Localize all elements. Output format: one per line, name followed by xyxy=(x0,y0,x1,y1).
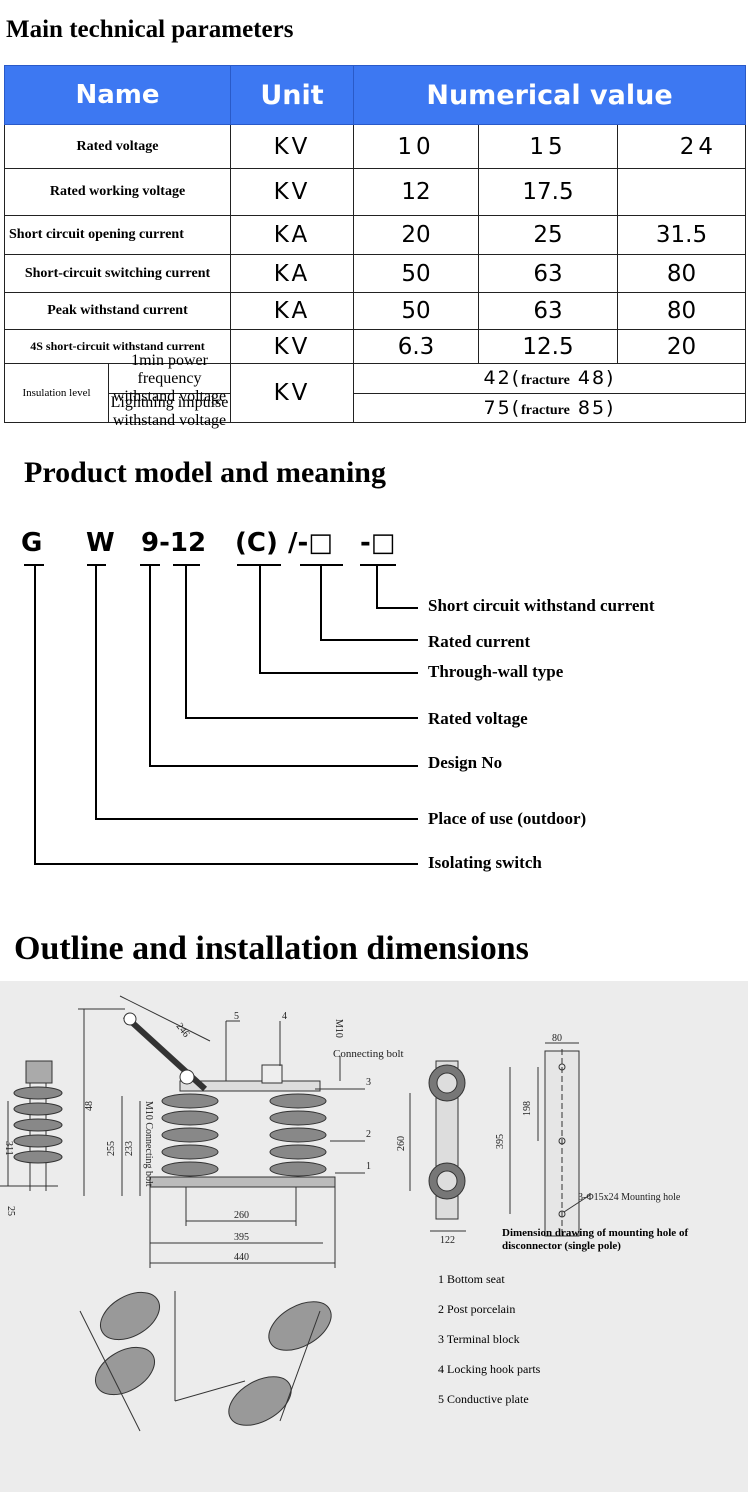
model-code-c: (C) xyxy=(235,528,278,558)
dim-80: 80 xyxy=(552,1033,562,1044)
label-connecting-bolt: Connecting bolt xyxy=(333,1048,404,1060)
meaning-design-no: Design No xyxy=(428,753,503,772)
dim-395: 395 xyxy=(234,1232,249,1243)
dim-440: 440 xyxy=(234,1252,249,1263)
dimension-drawing: 246 5 4 M10 Connecting bolt 3 2 1 48 255… xyxy=(0,995,681,1432)
param-value: 15 xyxy=(478,124,618,169)
model-code-rated-current: /-□ xyxy=(288,528,333,558)
param-name: 4S short-circuit withstand current xyxy=(4,329,231,364)
dim-48: 48 xyxy=(84,1101,95,1111)
table-row: 4S short-circuit withstand current KV 6.… xyxy=(4,329,747,364)
legend-item: 2 Post porcelain xyxy=(438,1302,516,1316)
param-value: 20 xyxy=(616,329,747,364)
param-unit: KA xyxy=(230,292,354,330)
param-value: 31.5 xyxy=(616,215,747,255)
model-code-withstand: -□ xyxy=(360,528,396,558)
dim-311: 311 xyxy=(3,1141,14,1156)
legend-item: 3 Terminal block xyxy=(438,1332,520,1346)
param-value: 24 xyxy=(616,124,747,169)
value-tail: 48) xyxy=(569,367,616,390)
table-row-insulation-2: 75(fracture 85) xyxy=(5,392,747,423)
param-name: Short circuit opening current xyxy=(4,215,231,255)
insulation-value-1: 42(fracture 48) xyxy=(352,363,747,394)
technical-drawing: 246 5 4 M10 Connecting bolt 3 2 1 48 255… xyxy=(0,981,748,1492)
insulation-value-2: 75(fracture 85) xyxy=(352,392,747,423)
param-value: 17.5 xyxy=(478,168,618,216)
dim-3: 3 xyxy=(366,1077,371,1088)
fracture-label: fracture xyxy=(521,402,570,418)
mounting-caption: Dimension drawing of mounting hole of di… xyxy=(502,1227,689,1252)
base-side-view xyxy=(409,1060,466,1232)
dim-260b: 260 xyxy=(396,1136,407,1151)
fracture-label: fracture xyxy=(521,373,570,389)
param-unit: KV xyxy=(230,168,354,216)
dim-233: 233 xyxy=(124,1141,135,1156)
param-name: Rated voltage xyxy=(4,124,231,169)
param-value: 80 xyxy=(616,292,747,330)
param-value: 63 xyxy=(478,292,618,330)
value-main: 75( xyxy=(483,396,522,419)
param-value: 80 xyxy=(616,254,747,293)
side-view-insulator xyxy=(0,1060,63,1191)
label-m10-connecting-bolt: M10 Connecting bolt xyxy=(143,1101,154,1187)
dim-260: 260 xyxy=(234,1210,249,1221)
param-value: 10 xyxy=(353,124,479,169)
dim-2: 2 xyxy=(366,1129,371,1140)
value-main: 42( xyxy=(483,367,522,390)
model-code-w: W xyxy=(86,528,115,558)
legend-item: 1 Bottom seat xyxy=(438,1272,505,1286)
meaning-through-wall: Through-wall type xyxy=(428,662,564,681)
meaning-rated-current: Rated current xyxy=(428,632,531,651)
dim-m10-top: M10 xyxy=(333,1019,344,1038)
header-numerical-value: Numerical value xyxy=(352,65,747,125)
param-value: 6.3 xyxy=(353,329,479,364)
dim-1: 1 xyxy=(366,1161,371,1172)
param-unit: KV xyxy=(230,329,354,364)
legend-item: 4 Locking hook parts xyxy=(438,1362,541,1376)
table-row: Rated voltage KV 10 15 24 xyxy=(4,124,747,169)
param-value: 50 xyxy=(353,254,479,293)
3d-view-right xyxy=(174,1301,332,1426)
meaning-isolating-switch: Isolating switch xyxy=(428,853,542,872)
model-leader-lines xyxy=(24,564,418,865)
model-title: Product model and meaning xyxy=(24,456,386,489)
dim-4: 4 xyxy=(282,1011,287,1022)
meaning-rated-voltage: Rated voltage xyxy=(428,709,528,728)
model-code-g: G xyxy=(21,528,43,558)
parameters-table: Name Unit Numerical value Rated voltage … xyxy=(4,65,747,429)
insulation-level-label: Insulation level xyxy=(5,364,109,422)
header-unit: Unit xyxy=(230,65,354,125)
3d-view-left xyxy=(79,1291,176,1432)
front-view xyxy=(78,995,365,1268)
param-value: 12.5 xyxy=(478,329,618,364)
dim-395b: 395 xyxy=(495,1134,506,1149)
legend-item: 5 Conductive plate xyxy=(438,1392,529,1406)
dim-25: 25 xyxy=(5,1206,16,1216)
dim-255: 255 xyxy=(106,1141,117,1156)
param-unit: KV xyxy=(230,363,354,423)
header-name: Name xyxy=(4,65,231,125)
dim-5: 5 xyxy=(234,1011,239,1022)
mounting-plate xyxy=(509,1042,591,1237)
table-row-insulation: Insulation level 1min power frequency wi… xyxy=(4,352,747,429)
dim-122: 122 xyxy=(440,1235,455,1246)
label-mounting-hole: 3-Φ15x24 Mounting hole xyxy=(578,1192,681,1203)
outline-title: Outline and installation dimensions xyxy=(14,930,529,967)
meaning-short-circuit-withstand: Short circuit withstand current xyxy=(428,596,655,615)
param-name: Peak withstand current xyxy=(4,292,231,330)
insulation-sub-lightning: Lightning impulse withstand voltage xyxy=(110,394,229,429)
model-code-9-12: 9-12 xyxy=(141,528,207,558)
meaning-place-of-use: Place of use (outdoor) xyxy=(428,809,587,828)
params-title: Main technical parameters xyxy=(6,16,294,43)
dim-198: 198 xyxy=(522,1101,533,1116)
value-tail: 85) xyxy=(569,396,616,419)
table-row: Peak withstand current KA 50 63 80 xyxy=(4,292,747,330)
